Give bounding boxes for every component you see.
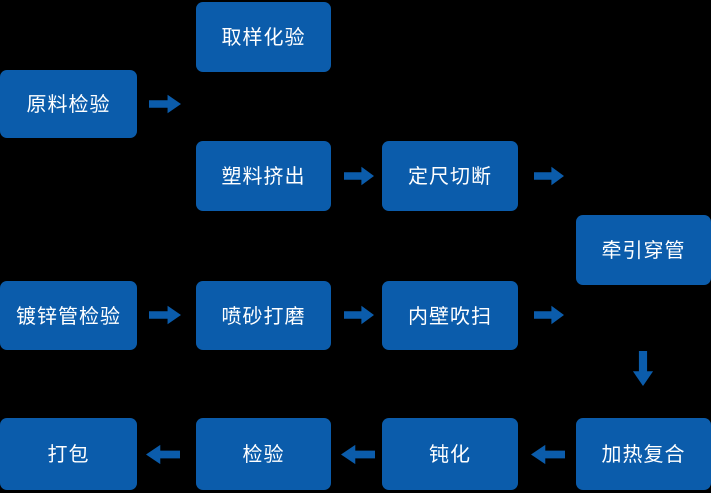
node-label: 取样化验 bbox=[221, 25, 306, 49]
node-passivation[interactable]: 钝化 bbox=[382, 418, 518, 490]
arrow-extrusion-to-cut-icon bbox=[344, 165, 374, 187]
node-label: 喷砂打磨 bbox=[221, 303, 306, 328]
node-galvanized-check[interactable]: 镀锌管检验 bbox=[0, 281, 137, 350]
arrow-heat-to-passiv-icon bbox=[531, 443, 565, 466]
node-label: 检验 bbox=[242, 442, 285, 466]
arrow-blow-to-heat-icon bbox=[534, 304, 564, 326]
node-label: 镀锌管检验 bbox=[16, 303, 121, 328]
node-inspection[interactable]: 检验 bbox=[196, 418, 331, 490]
node-label: 打包 bbox=[47, 442, 90, 466]
arrow-cut-to-pull-icon bbox=[534, 165, 564, 187]
node-label: 塑料挤出 bbox=[221, 164, 306, 188]
node-label: 加热复合 bbox=[601, 442, 686, 466]
node-raw-material-check[interactable]: 原料检验 bbox=[0, 70, 137, 138]
arrow-inspect-to-pack-icon bbox=[146, 443, 180, 466]
node-inner-wall-blow[interactable]: 内壁吹扫 bbox=[382, 281, 518, 350]
node-label: 原料检验 bbox=[26, 92, 111, 116]
arrow-raw-to-extrusion-icon bbox=[149, 93, 181, 115]
node-label: 钝化 bbox=[429, 442, 471, 466]
arrow-galv-to-sandblast-icon bbox=[149, 304, 181, 326]
node-packing[interactable]: 打包 bbox=[0, 418, 137, 490]
node-plastic-extrusion[interactable]: 塑料挤出 bbox=[196, 141, 331, 211]
node-label: 内壁吹扫 bbox=[408, 303, 492, 328]
arrow-sandblast-to-blow-icon bbox=[344, 304, 374, 326]
node-heat-compound[interactable]: 加热复合 bbox=[576, 418, 711, 490]
node-label: 牵引穿管 bbox=[601, 238, 686, 262]
node-sandblast-grind[interactable]: 喷砂打磨 bbox=[196, 281, 331, 350]
arrow-down-to-heat-icon bbox=[631, 351, 655, 386]
node-fixed-length-cut[interactable]: 定尺切断 bbox=[382, 141, 518, 211]
node-label: 定尺切断 bbox=[408, 164, 492, 188]
node-sampling-test[interactable]: 取样化验 bbox=[196, 2, 331, 72]
arrow-passiv-to-inspect-icon bbox=[341, 443, 375, 466]
node-pull-through-pipe[interactable]: 牵引穿管 bbox=[576, 215, 711, 285]
